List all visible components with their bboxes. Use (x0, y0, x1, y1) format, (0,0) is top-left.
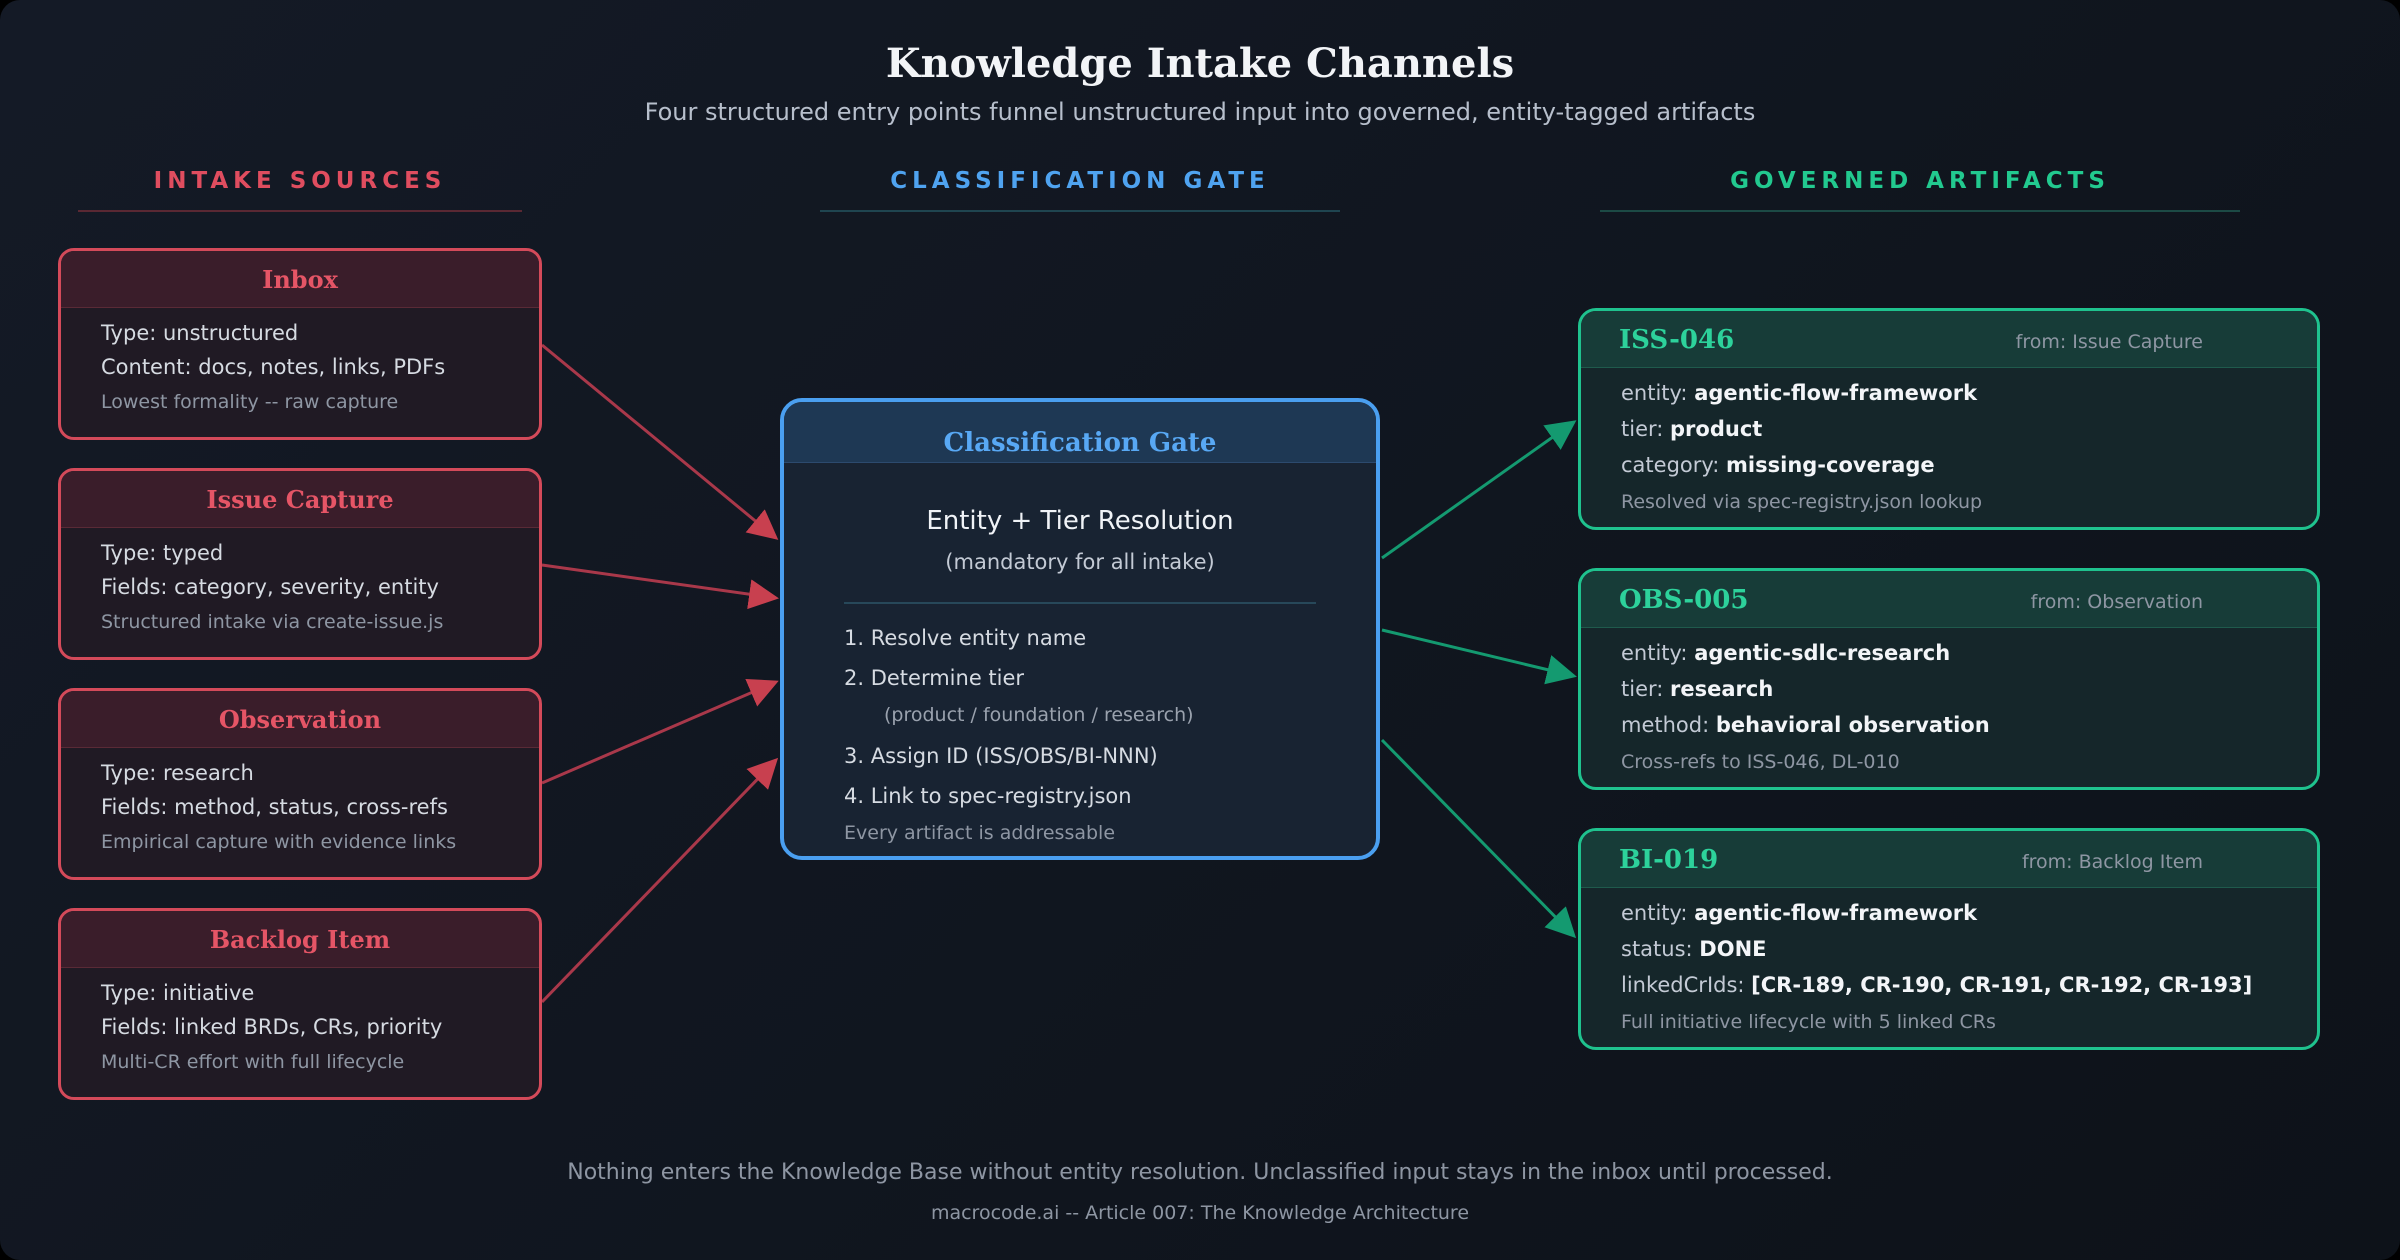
column-header-artifacts: GOVERNED ARTIFACTS (1730, 168, 2110, 194)
footer-credit: macrocode.ai -- Article 007: The Knowled… (930, 1202, 1470, 1224)
source-card-header: Inbox (61, 251, 539, 308)
field-key: entity: (1621, 901, 1688, 925)
field-key: tier: (1621, 677, 1664, 701)
artifact-card-header: BI-019 from: Backlog Item (1581, 831, 2317, 888)
source-type: Type: initiative (101, 981, 255, 1005)
source-name: Issue Capture (206, 485, 394, 514)
arrow-gate-to-iss (1381, 420, 1577, 560)
artifact-id: ISS-046 (1619, 325, 1735, 355)
source-name: Inbox (262, 265, 338, 294)
field-key: linkedCrIds: (1621, 973, 1745, 997)
field-value: agentic-flow-framework (1694, 381, 1978, 405)
source-note: Lowest formality -- raw capture (101, 391, 399, 413)
artifact-field-2: tier: research (1621, 677, 1773, 701)
artifact-note: Cross-refs to ISS-046, DL-010 (1621, 751, 1900, 773)
field-value: [CR-189, CR-190, CR-191, CR-192, CR-193] (1751, 973, 2253, 997)
artifact-field-3: linkedCrIds: [CR-189, CR-190, CR-191, CR… (1621, 973, 2252, 997)
classification-gate-card: Classification Gate Entity + Tier Resolu… (780, 398, 1380, 860)
gate-card-header: Classification Gate (784, 402, 1376, 463)
source-fields: Fields: method, status, cross-refs (101, 795, 448, 819)
gate-step-1: 1. Resolve entity name (844, 626, 1087, 650)
source-note: Multi-CR effort with full lifecycle (101, 1051, 405, 1073)
source-card-inbox: Inbox Type: unstructured Content: docs, … (58, 248, 542, 440)
artifact-card-iss-046: ISS-046 from: Issue Capture entity: agen… (1578, 308, 2320, 530)
source-fields: Fields: linked BRDs, CRs, priority (101, 1015, 443, 1039)
gate-divider (844, 602, 1316, 604)
field-value: agentic-sdlc-research (1694, 641, 1951, 665)
artifact-card-header: ISS-046 from: Issue Capture (1581, 311, 2317, 368)
gate-note: Every artifact is addressable (844, 822, 1116, 844)
gate-step-2-detail: (product / foundation / research) (884, 704, 1194, 726)
source-fields: Fields: category, severity, entity (101, 575, 439, 599)
source-card-header: Observation (61, 691, 539, 748)
artifact-note: Full initiative lifecycle with 5 linked … (1621, 1011, 1996, 1033)
arrow-gate-to-bi (1380, 738, 1577, 939)
field-value: missing-coverage (1726, 453, 1935, 477)
field-value: product (1670, 417, 1763, 441)
artifact-origin: from: Backlog Item (2021, 851, 2203, 873)
source-note: Empirical capture with evidence links (101, 831, 457, 853)
artifact-field-1: entity: agentic-flow-framework (1621, 901, 1977, 925)
artifact-field-2: tier: product (1621, 417, 1762, 441)
column-header-gate: CLASSIFICATION GATE (890, 168, 1270, 194)
gate-heading: Entity + Tier Resolution (926, 506, 1234, 536)
artifact-note: Resolved via spec-registry.json lookup (1621, 491, 1983, 513)
artifact-card-bi-019: BI-019 from: Backlog Item entity: agenti… (1578, 828, 2320, 1050)
artifact-card-header: OBS-005 from: Observation (1581, 571, 2317, 628)
source-card-observation: Observation Type: research Fields: metho… (58, 688, 542, 880)
source-note: Structured intake via create-issue.js (101, 611, 444, 633)
arrow-observation-to-gate (541, 678, 779, 785)
field-value: agentic-flow-framework (1694, 901, 1978, 925)
gate-step-3: 3. Assign ID (ISS/OBS/BI-NNN) (844, 744, 1158, 768)
column-header-sources: INTAKE SOURCES (153, 168, 447, 194)
source-type: Type: research (101, 761, 254, 785)
artifact-id: BI-019 (1619, 845, 1719, 875)
field-value: DONE (1699, 937, 1767, 961)
field-key: status: (1621, 937, 1693, 961)
column-divider-sources (78, 210, 522, 212)
source-card-header: Backlog Item (61, 911, 539, 968)
column-divider-artifacts (1600, 210, 2240, 212)
source-type: Type: typed (101, 541, 224, 565)
artifact-field-1: entity: agentic-flow-framework (1621, 381, 1977, 405)
artifact-origin: from: Observation (2030, 591, 2203, 613)
diagram-title: Knowledge Intake Channels (885, 40, 1515, 87)
source-card-issue-capture: Issue Capture Type: typed Fields: catego… (58, 468, 542, 660)
field-key: tier: (1621, 417, 1664, 441)
artifact-field-2: status: DONE (1621, 937, 1767, 961)
artifact-card-obs-005: OBS-005 from: Observation entity: agenti… (1578, 568, 2320, 790)
footer-statement: Nothing enters the Knowledge Base withou… (567, 1160, 1833, 1185)
source-card-header: Issue Capture (61, 471, 539, 528)
source-card-backlog-item: Backlog Item Type: initiative Fields: li… (58, 908, 542, 1100)
field-key: method: (1621, 713, 1710, 737)
field-key: category: (1621, 453, 1720, 477)
artifact-field-3: category: missing-coverage (1621, 453, 1935, 477)
field-value: research (1670, 677, 1774, 701)
artifact-field-3: method: behavioral observation (1621, 713, 1990, 737)
artifact-id: OBS-005 (1619, 585, 1749, 615)
gate-subheading: (mandatory for all intake) (945, 550, 1215, 574)
arrow-issue-capture-to-gate (541, 563, 779, 610)
gate-name: Classification Gate (943, 428, 1217, 458)
arrow-backlog-to-gate (540, 757, 779, 1004)
artifact-field-1: entity: agentic-sdlc-research (1621, 641, 1950, 665)
arrow-inbox-to-gate (541, 343, 779, 540)
gate-step-4: 4. Link to spec-registry.json (844, 784, 1132, 808)
source-name: Backlog Item (209, 925, 391, 954)
source-fields: Content: docs, notes, links, PDFs (101, 355, 446, 379)
source-name: Observation (218, 705, 382, 734)
artifact-origin: from: Issue Capture (2015, 331, 2203, 353)
source-type: Type: unstructured (101, 321, 299, 345)
diagram-subtitle: Four structured entry points funnel unst… (644, 98, 1756, 126)
gate-step-2: 2. Determine tier (844, 666, 1025, 690)
field-key: entity: (1621, 641, 1688, 665)
field-key: entity: (1621, 381, 1688, 405)
column-divider-gate (820, 210, 1340, 212)
field-value: behavioral observation (1715, 713, 1990, 737)
arrow-gate-to-obs (1381, 628, 1577, 685)
